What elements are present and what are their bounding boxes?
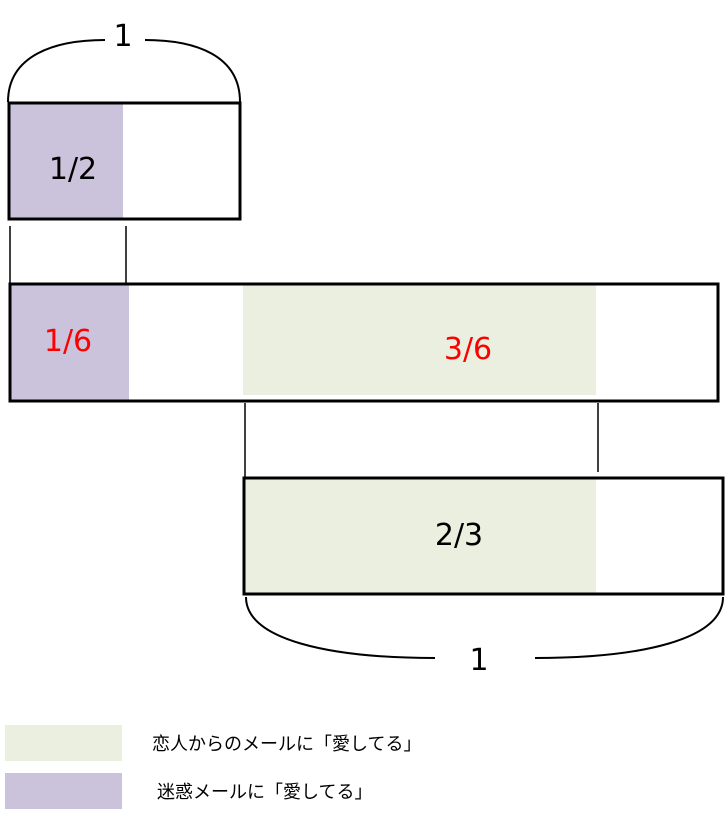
top-bar <box>7 101 242 221</box>
bottom-bar-label: 2/3 <box>435 518 483 553</box>
legend-swatch-green <box>5 725 122 761</box>
legend-label-green: 恋人からのメールに「愛してる」 <box>152 733 421 755</box>
bottom-bar-two-thirds-fill <box>245 479 596 593</box>
legend-swatch-purple <box>5 773 122 809</box>
bottom-bracket <box>245 596 724 659</box>
legend-label-purple: 迷惑メールに「愛してる」 <box>157 782 372 803</box>
top-bar-half-fill <box>10 104 123 218</box>
middle-bar-purple-label: 1/6 <box>44 324 92 359</box>
bottom-bracket-label: 1 <box>469 643 488 678</box>
top-bracket-label: 1 <box>113 19 132 54</box>
middle-bar-sixth-fill <box>11 285 129 401</box>
bottom-bar <box>242 476 725 596</box>
top-bar-label: 1/2 <box>49 152 97 187</box>
top-bracket <box>7 39 241 103</box>
middle-bar-three-sixths-fill <box>243 285 596 395</box>
middle-bar-green-label: 3/6 <box>444 332 492 367</box>
middle-bar <box>8 282 720 403</box>
